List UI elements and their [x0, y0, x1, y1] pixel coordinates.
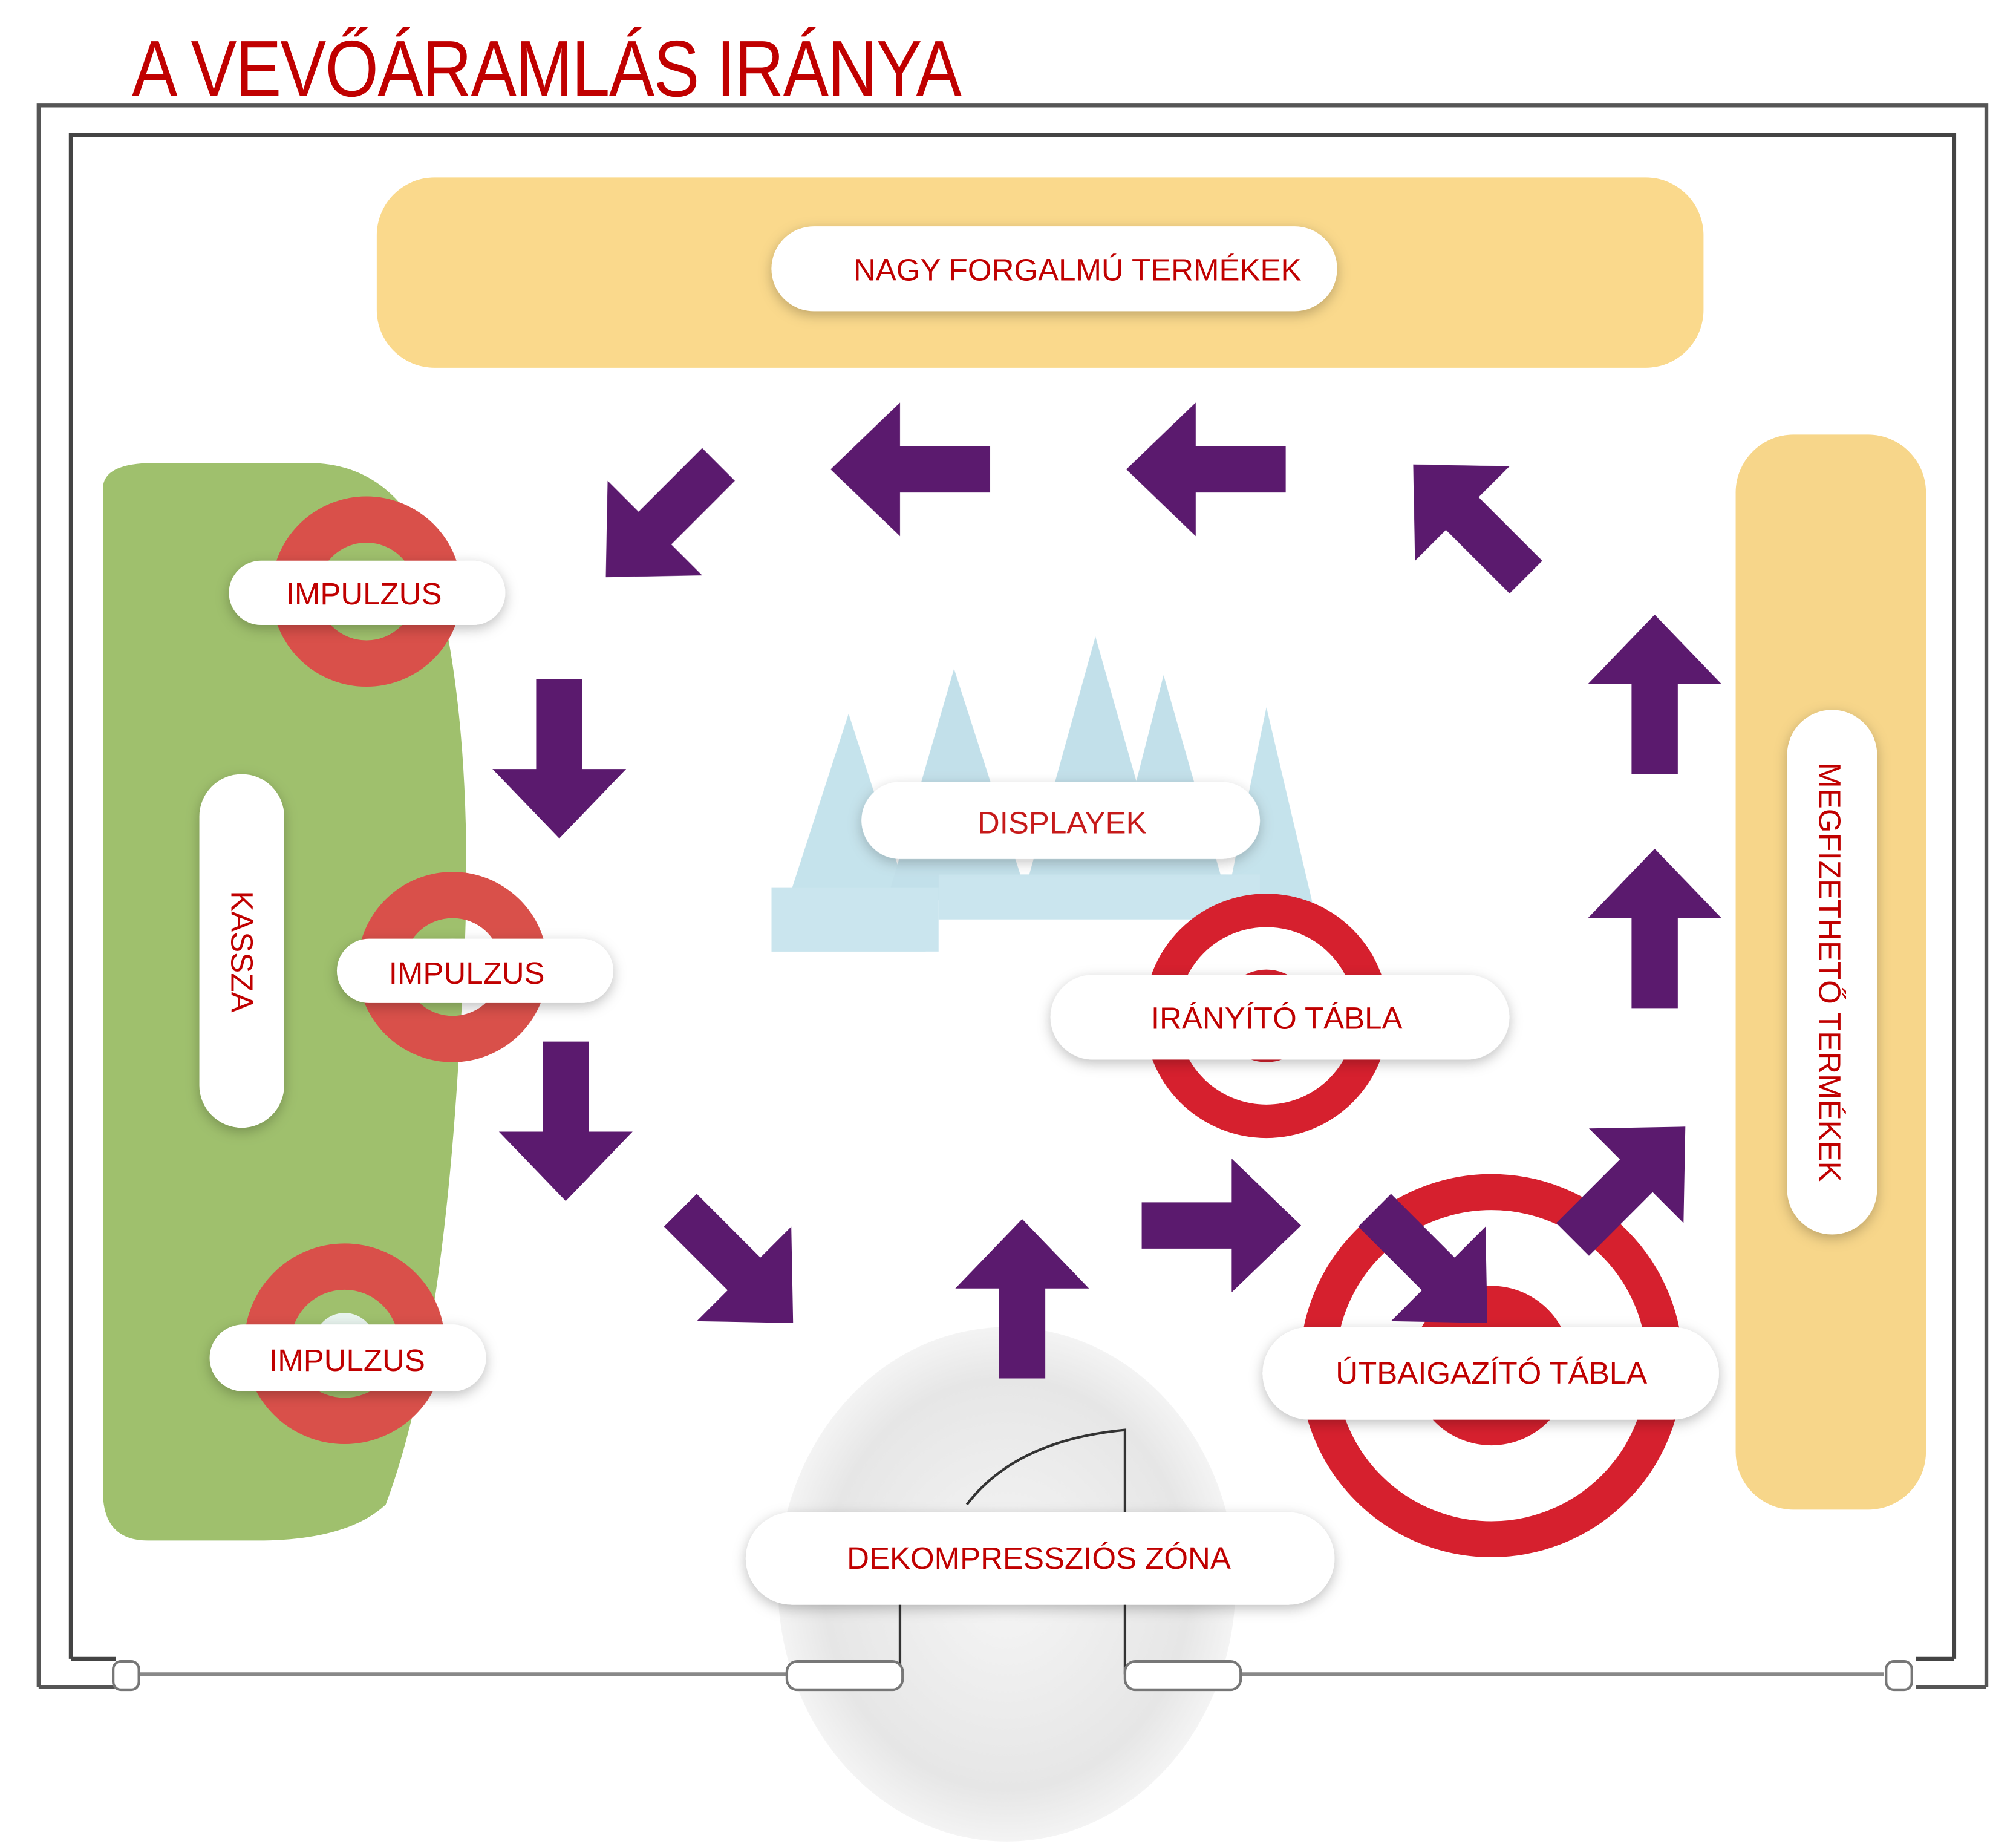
flow-arrow-down-right [1358, 1194, 1487, 1323]
wall-cap-left [112, 1660, 140, 1692]
flow-arrow-up-right [1556, 1126, 1686, 1256]
affordable-label: MEGFIZETHETŐ TERMÉKEK [1813, 762, 1847, 1182]
affordable-label-pill [1787, 710, 1877, 1235]
impulse-bottom-label-pill [209, 1324, 486, 1391]
flow-arrow-up-left [1413, 464, 1542, 594]
high-turnover-label-pill [771, 226, 1337, 312]
direction-sign-label-pill [1050, 975, 1510, 1060]
impulse-bottom-label: IMPULZUS [269, 1343, 425, 1378]
flow-arrow-right [1141, 1159, 1302, 1293]
impulse-hotspot-top: IMPULZUS [229, 496, 506, 687]
flow-arrow-left [830, 402, 990, 537]
displays-label-pill [861, 782, 1261, 859]
direction-sign-label: IRÁNYÍTÓ TÁBLA [1151, 1001, 1403, 1035]
flow-arrow-down [492, 679, 627, 839]
flow-arrow-up [1588, 615, 1722, 774]
decompression-label: DEKOMPRESSZIÓS ZÓNA [847, 1541, 1231, 1575]
flow-arrow-down-left [605, 448, 735, 578]
entrance-cap-left [785, 1660, 904, 1692]
diagram-title: A VEVŐÁRAMLÁS IRÁNYA [132, 24, 962, 113]
impulse-hotspot-middle: IMPULZUS [336, 872, 613, 1062]
flow-arrow-up [955, 1218, 1089, 1379]
display-base [771, 887, 939, 952]
guide-sign-label: ÚTBAIGAZÍTÓ TÁBLA [1336, 1356, 1647, 1390]
affordable-products-zone: MEGFIZETHETŐ TERMÉKEK [1735, 434, 1926, 1510]
checkout-label: KASSZA [225, 891, 259, 1012]
flow-arrow-up [1588, 848, 1722, 1009]
wall-cap-right [1885, 1660, 1913, 1692]
displays-label: DISPLAYEK [977, 805, 1147, 840]
entrance-cap-right [1123, 1660, 1242, 1692]
checkout-label-pill [199, 774, 284, 1128]
entrance-door [965, 1428, 1127, 1675]
store-walls [36, 103, 1989, 1692]
flow-arrow-down-right [664, 1194, 794, 1323]
decompression-label-pill [745, 1512, 1335, 1605]
flow-arrow-down [498, 1041, 633, 1202]
flow-arrow-left [1126, 402, 1286, 537]
guide-sign-label-pill [1262, 1327, 1719, 1420]
impulse-middle-label-pill [336, 938, 613, 1003]
high-turnover-zone: NAGY FORGALMÚ TERMÉKEK [376, 177, 1704, 368]
flow-arrows [492, 402, 1722, 1379]
display-shape [1221, 707, 1318, 926]
impulse-hotspot-bottom: IMPULZUS [209, 1243, 486, 1444]
guide-sign-hotspot: ÚTBAIGAZÍTÓ TÁBLA [1262, 1174, 1719, 1558]
direction-sign-hotspot: IRÁNYÍTÓ TÁBLA [1050, 894, 1510, 1139]
impulse-top-label: IMPULZUS [286, 577, 442, 611]
decompression-zone: DEKOMPRESSZIÓS ZÓNA [745, 1327, 1335, 1842]
impulse-top-label-pill [229, 560, 506, 626]
high-turnover-label: NAGY FORGALMÚ TERMÉKEK [853, 252, 1302, 287]
impulse-middle-label: IMPULZUS [389, 956, 545, 990]
